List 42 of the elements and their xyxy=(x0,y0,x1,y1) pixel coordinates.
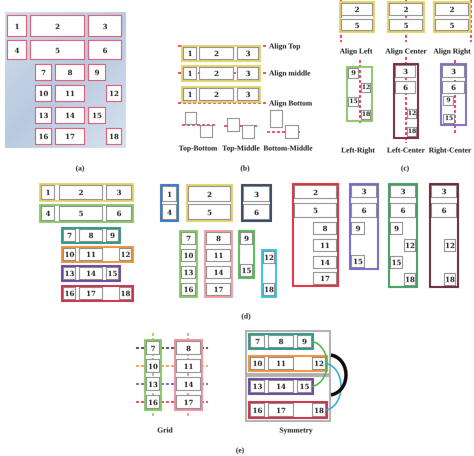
group-frame xyxy=(429,183,459,288)
group-frame xyxy=(433,1,471,33)
group-frame xyxy=(245,375,331,422)
group-frame xyxy=(346,66,373,122)
group-frame xyxy=(440,63,467,126)
square xyxy=(227,118,240,132)
group-frame xyxy=(248,333,314,350)
group-frame xyxy=(144,339,162,411)
group-frame xyxy=(61,227,121,244)
group-frame xyxy=(181,65,261,82)
group-frame xyxy=(387,1,425,33)
square xyxy=(270,110,283,128)
group-frame xyxy=(245,330,331,375)
group-frame xyxy=(388,183,418,288)
group-frame xyxy=(248,378,314,395)
square xyxy=(185,112,197,125)
group-frame xyxy=(248,355,328,372)
group-frame xyxy=(339,1,375,33)
group-frame xyxy=(248,401,328,419)
group-frame xyxy=(181,86,261,103)
group-frame xyxy=(204,230,233,298)
group-frame xyxy=(186,184,233,222)
curved-connector xyxy=(330,353,348,397)
group-frame xyxy=(181,45,261,62)
group-frame xyxy=(179,230,198,298)
group-frame xyxy=(349,183,379,270)
group-frame xyxy=(241,184,272,222)
group-frame xyxy=(238,230,255,279)
group-frame xyxy=(61,265,121,282)
group-frame xyxy=(174,339,203,411)
square xyxy=(285,125,299,139)
group-frame xyxy=(61,246,134,263)
square xyxy=(242,125,255,139)
group-frame xyxy=(393,63,419,139)
group-frame xyxy=(39,183,134,202)
group-frame xyxy=(261,249,277,298)
group-frame xyxy=(160,184,179,222)
square xyxy=(200,125,213,138)
group-frame xyxy=(39,204,134,223)
curved-connector xyxy=(326,362,342,411)
group-frame xyxy=(61,285,134,302)
group-frame xyxy=(292,183,339,287)
